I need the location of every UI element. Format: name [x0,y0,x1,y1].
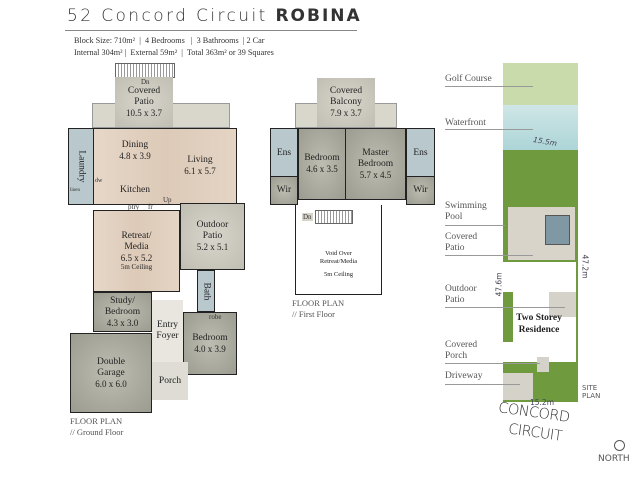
dn-label: Dn [302,213,313,221]
dimension-left: 47.6m [494,272,504,297]
room-kitchen: Kitchen [119,185,151,195]
callout-line [445,307,565,308]
dimension-right: 47.2m [580,254,590,279]
suburb: ROBINA [275,6,362,26]
north-arrow-icon [614,440,625,451]
room-ensuite-left: Ens [270,128,298,178]
first-floor-label: FLOOR PLAN// First Floor [292,298,345,319]
side-garden [503,292,513,342]
street-name-line2: CIRCUIT [507,421,563,445]
callout-golf-course: Golf Course [445,74,492,84]
callout-outdoor-patio: Outdoor Patio [445,284,477,306]
callout-line [445,384,520,385]
fridge-label: fr [148,203,153,211]
residence-label: Two Storey Residence [516,313,562,335]
room-laundry: Laundry [68,128,94,205]
room-living-dining [93,128,237,205]
callout-line [445,129,533,130]
room-porch: Porch [152,362,188,400]
north-label: NORTH [598,454,630,464]
driveway-area [503,373,533,400]
up-label: Up [163,196,172,204]
callout-line [445,86,533,87]
info-line-1: Block Size: 710m² | 4 Bedrooms | 3 Bathr… [74,36,265,45]
callout-waterfront: Waterfront [445,118,486,128]
room-ensuite-right: Ens [406,128,435,178]
patio-stairs [115,63,175,78]
callout-line [445,255,533,256]
callout-covered-porch: Covered Porch [445,340,478,362]
covered-porch-area [537,357,549,372]
page-title: 52 Concord Circuit ROBINA [67,6,362,26]
swimming-pool [545,215,570,245]
dimension-front: 15.2m [530,398,555,407]
waterfront-area [503,105,578,155]
callout-driveway: Driveway [445,371,483,381]
golf-course-area [503,63,578,105]
info-line-2: Internal 304m² | External 59m² | Total 3… [74,48,274,57]
callout-swimming-pool: Swimming Pool [445,201,487,223]
callout-line [445,225,505,226]
patio-dn-label: Dn [141,78,150,86]
robe-label: robe [209,313,222,321]
linen-label: linen [70,188,80,193]
dishwasher-label: dw [95,178,103,184]
room-wir-left: Wir [270,176,298,205]
room-entry-foyer: Entry Foyer [152,300,183,362]
outdoor-patio-area [549,292,576,317]
room-bath: Bath [197,270,215,312]
callout-covered-patio: Covered Patio [445,232,478,254]
pantry-label: ptry [128,203,140,211]
room-wir-right: Wir [406,176,435,205]
ground-floor-label: FLOOR PLAN// Ground Floor [70,416,124,437]
callout-line [445,363,540,364]
stairs [315,210,353,224]
divider [65,30,357,31]
